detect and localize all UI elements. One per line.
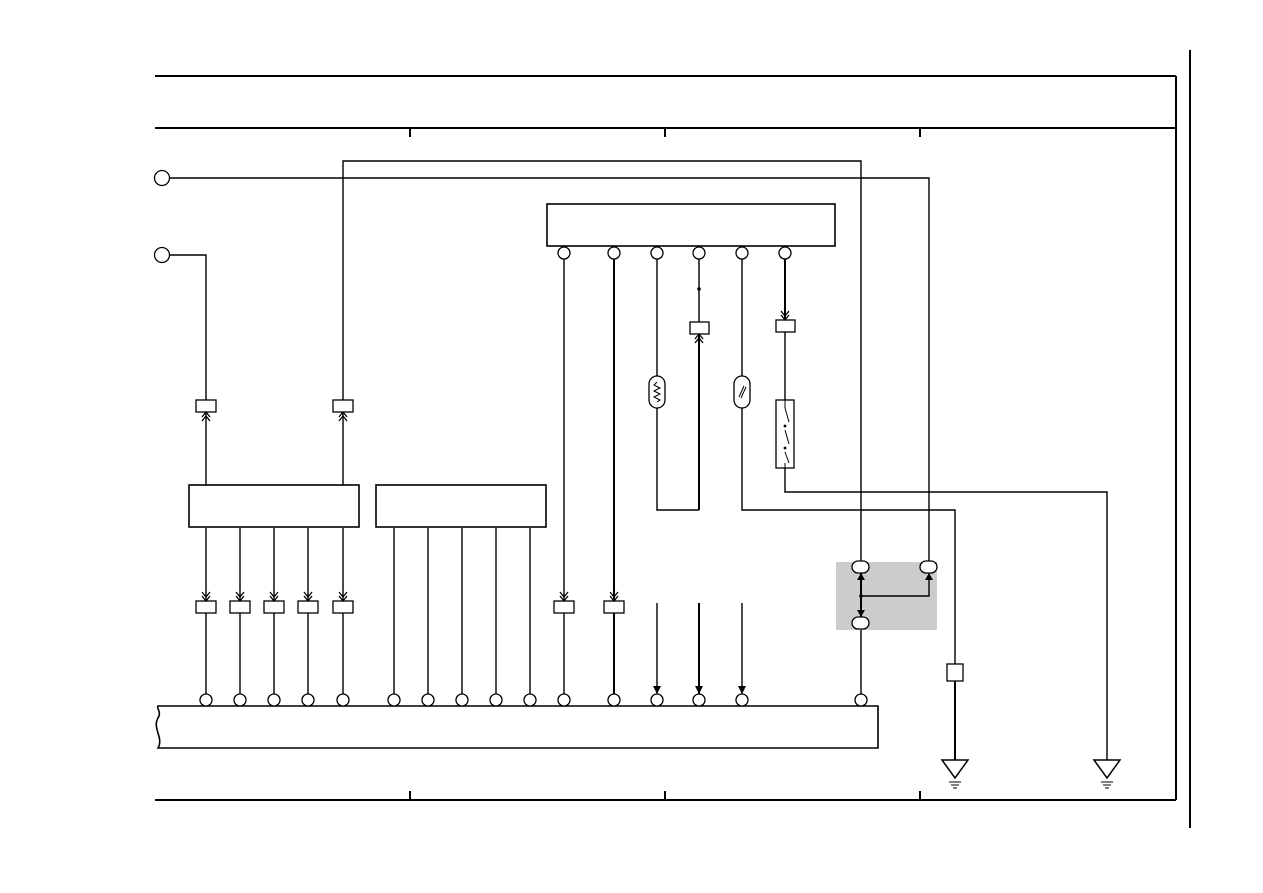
junction-terminal xyxy=(851,616,870,630)
bottom-module-pin xyxy=(650,693,664,707)
top-module-pin xyxy=(650,246,664,260)
bottom-module-pin xyxy=(336,693,350,707)
chevron-down-icon xyxy=(609,591,619,603)
left-module-box xyxy=(188,484,360,528)
chevron-down-icon xyxy=(303,591,313,603)
junction-terminals xyxy=(851,560,938,630)
junction-terminal xyxy=(919,560,938,574)
wire-mod-742-b xyxy=(741,408,956,664)
wire-top-loop xyxy=(342,160,862,562)
top-module-pin xyxy=(778,246,792,260)
bottom-module-box xyxy=(155,705,879,749)
chevron-up-icon xyxy=(201,410,211,422)
connector xyxy=(195,600,217,614)
connector xyxy=(332,399,354,413)
connector xyxy=(603,600,625,614)
top-module-pin xyxy=(692,246,706,260)
chevron-down-icon xyxy=(338,591,348,603)
switch-contact-icon xyxy=(784,407,790,423)
top-module-pin xyxy=(607,246,621,260)
capacitor-sensor xyxy=(733,375,751,409)
ground-connector xyxy=(946,663,964,682)
connector xyxy=(297,600,319,614)
top-module-pin xyxy=(735,246,749,260)
arrow-down-icon xyxy=(653,686,661,694)
arrow-down-icon xyxy=(857,610,865,617)
switch-contact-icon xyxy=(784,429,790,445)
connector xyxy=(195,399,217,413)
connector xyxy=(775,319,796,333)
wires xyxy=(170,160,1108,760)
wire-mod-657-b xyxy=(656,408,699,511)
connector xyxy=(332,600,354,614)
bottom-module-pin xyxy=(607,693,621,707)
chevron-down-icon xyxy=(780,310,790,322)
connector xyxy=(263,600,285,614)
chevron-down-icon xyxy=(235,591,245,603)
source-terminal-2 xyxy=(153,246,171,264)
switch-component xyxy=(775,399,795,469)
bottom-module-pin xyxy=(523,693,537,707)
connectors-lower xyxy=(195,600,625,614)
top-module-pin xyxy=(557,246,571,260)
arrow-down-icon xyxy=(695,686,703,694)
top-module-pins xyxy=(557,246,792,260)
junction-terminal xyxy=(851,560,870,574)
bottom-module-pin xyxy=(421,693,435,707)
arrow-down-icon xyxy=(738,686,746,694)
bottom-module-pin xyxy=(387,693,401,707)
page-frame xyxy=(155,50,1191,828)
connectors-upper xyxy=(195,319,796,413)
wire-source-1 xyxy=(170,177,930,562)
bottom-module-pin xyxy=(301,693,315,707)
chevron-down-icon xyxy=(201,591,211,603)
bottom-module-pin xyxy=(489,693,503,707)
bottom-module-pin xyxy=(854,693,868,707)
switch-body xyxy=(775,399,795,469)
top-module-box xyxy=(546,203,836,247)
ground-icon xyxy=(1092,759,1122,789)
connector xyxy=(689,321,710,335)
arrow-up-icon xyxy=(857,573,865,580)
arrow-up-icon xyxy=(925,573,933,580)
bottom-module-pin xyxy=(199,693,213,707)
sensor-mark-icon xyxy=(740,386,747,399)
bottom-module-pin xyxy=(692,693,706,707)
bottom-module-pin xyxy=(267,693,281,707)
source-terminal-1 xyxy=(153,169,171,187)
sensor-capsule xyxy=(733,375,751,409)
connector xyxy=(229,600,251,614)
wire-junction-link xyxy=(861,573,930,597)
wire-source-2 xyxy=(170,254,207,400)
sensor-mark-icon xyxy=(738,385,745,398)
bottom-module-pin xyxy=(735,693,749,707)
resistor-sensor xyxy=(648,375,666,409)
chevron-marks xyxy=(201,310,790,603)
middle-module-box xyxy=(375,484,547,528)
bottom-module-pins xyxy=(199,693,868,707)
chevron-down-icon xyxy=(269,591,279,603)
splice-dot xyxy=(859,594,863,598)
splice-dot xyxy=(697,287,701,291)
ground-icon xyxy=(940,759,970,789)
bottom-module-pin xyxy=(557,693,571,707)
connector xyxy=(553,600,575,614)
chevron-up-icon xyxy=(338,410,348,422)
wire-ground-2 xyxy=(784,468,1108,760)
resistor-icon xyxy=(652,381,662,403)
chevron-down-icon xyxy=(559,591,569,603)
chevron-up-icon xyxy=(694,332,704,344)
bottom-module-pin xyxy=(233,693,247,707)
bottom-module-pin xyxy=(455,693,469,707)
